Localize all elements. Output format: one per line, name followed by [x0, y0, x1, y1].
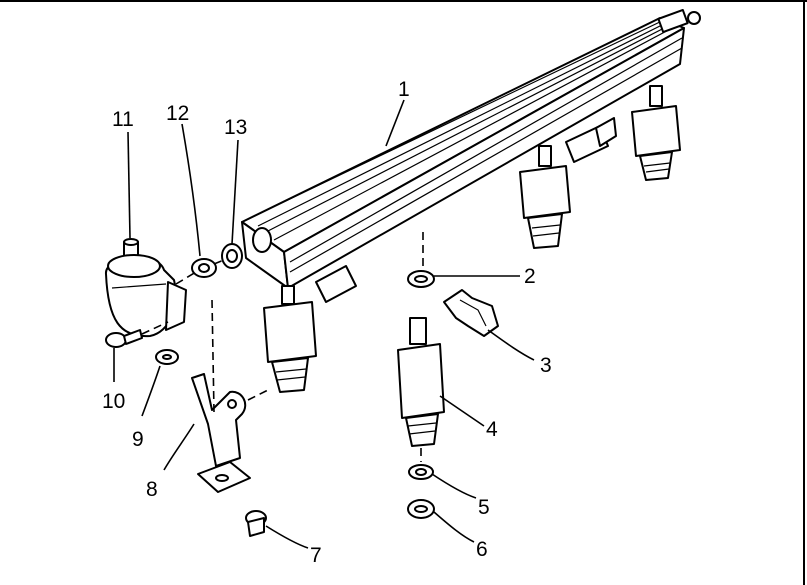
injector-exploded — [397, 317, 445, 447]
regulator-o-ring — [191, 258, 217, 278]
o-ring-lower — [408, 464, 434, 480]
o-ring-upper — [407, 270, 435, 288]
regulator-axis — [175, 271, 197, 285]
regulator-washer — [155, 349, 179, 365]
regulator-bracket — [191, 299, 269, 493]
regulator-screw — [105, 321, 169, 348]
callout-9: 9 — [132, 428, 144, 451]
injector-rear-right — [631, 85, 681, 181]
backup-washer — [221, 243, 243, 269]
callout-12: 12 — [166, 102, 189, 125]
callout-4: 4 — [486, 418, 498, 441]
leader-lines — [113, 99, 535, 549]
callout-3: 3 — [540, 354, 552, 377]
callout-6: 6 — [476, 538, 488, 561]
callout-13: 13 — [224, 116, 247, 139]
callout-7: 7 — [310, 544, 322, 567]
callout-5: 5 — [478, 496, 490, 519]
fuel-rail — [241, 8, 701, 289]
pressure-regulator — [104, 238, 187, 338]
retainer-clip — [443, 289, 499, 337]
bracket-bolt — [245, 510, 267, 537]
rail-mounting-tabs — [315, 117, 617, 303]
callout-11: 11 — [112, 108, 134, 131]
injector-rear-left — [519, 145, 571, 249]
backup-ring — [407, 499, 435, 519]
callout-10: 10 — [102, 390, 125, 413]
injector-front-left — [263, 285, 317, 393]
callout-2: 2 — [524, 265, 536, 288]
callout-8: 8 — [146, 478, 158, 501]
callout-1: 1 — [398, 78, 410, 101]
regulator-axis-2 — [213, 259, 225, 265]
